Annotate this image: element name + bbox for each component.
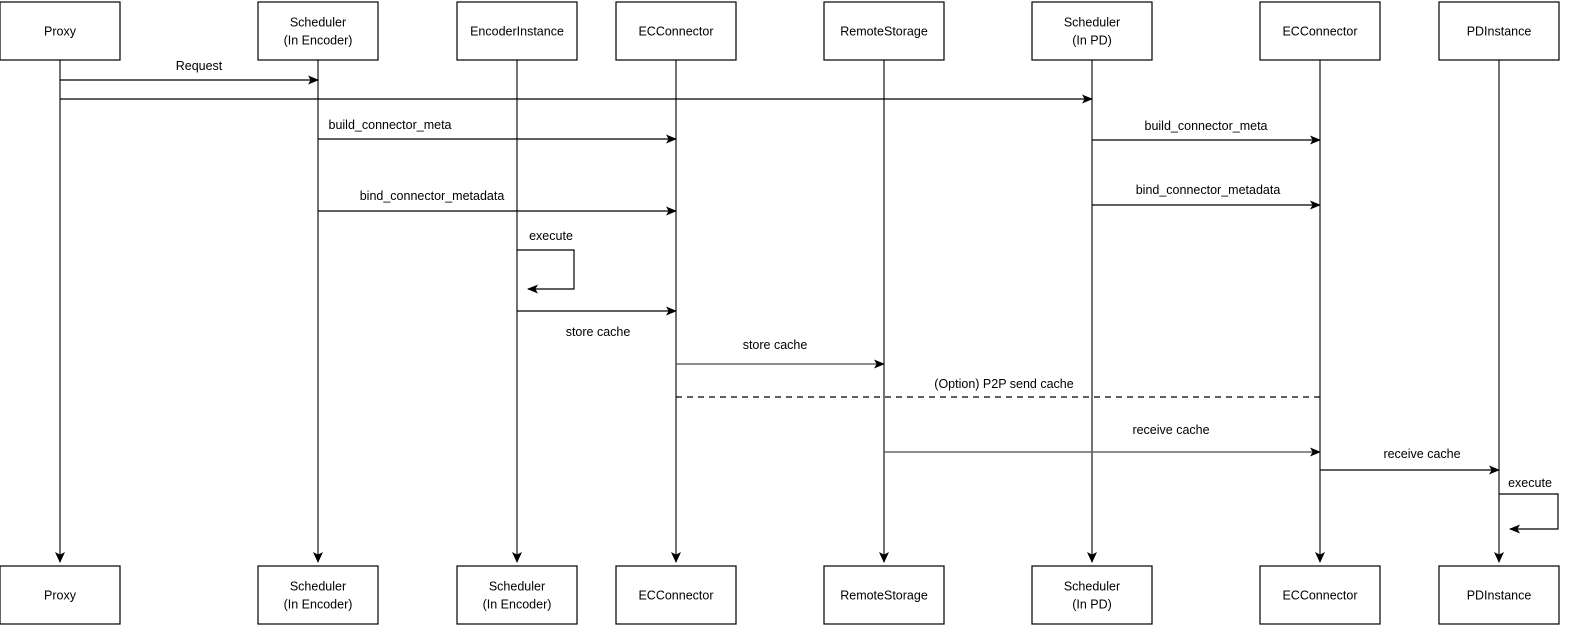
- participant-label-scheduler-encoder-bottom-line1: Scheduler: [290, 579, 346, 593]
- participant-label-scheduler-pd-bottom-line1: Scheduler: [1064, 579, 1120, 593]
- participant-scheduler-encoder[interactable]: Scheduler (In Encoder): [257, 1, 379, 61]
- message-label-store-cache-remote: store cache: [743, 338, 808, 352]
- participant-rect-scheduler-pd-bottom[interactable]: [1031, 565, 1153, 625]
- participant-label-proxy-bottom: Proxy: [44, 588, 77, 602]
- participant-rect-pd-instance[interactable]: [1438, 1, 1560, 61]
- message-label-receive-cache-remote-to-ecconnector: receive cache: [1132, 423, 1209, 437]
- participant-label-scheduler-pd-line1: Scheduler: [1064, 15, 1120, 29]
- message-build-connector-meta-pd: build_connector_meta: [1092, 119, 1321, 145]
- participant-ec-connector-pd[interactable]: ECConnector: [1259, 1, 1381, 61]
- participant-label-scheduler-encoder-bottom-2-line2: (In Encoder): [483, 597, 552, 611]
- message-request: Request: [60, 59, 319, 85]
- self-message-path-execute-pd-instance: [1499, 493, 1559, 534]
- participant-scheduler-pd[interactable]: Scheduler (In PD): [1031, 1, 1153, 61]
- participant-ec-connector-encoder[interactable]: ECConnector: [615, 1, 737, 61]
- participant-label-pd-instance: PDInstance: [1467, 24, 1532, 38]
- participant-label-ec-connector-pd-bottom: ECConnector: [1282, 588, 1357, 602]
- participant-label-pd-instance-bottom: PDInstance: [1467, 588, 1532, 602]
- message-p2p-send-cache: (Option) P2P send cache: [676, 377, 1320, 398]
- participant-pd-instance[interactable]: PDInstance: [1438, 1, 1560, 61]
- participant-scheduler-pd-bottom[interactable]: Scheduler (In PD): [1031, 565, 1153, 625]
- participant-label-scheduler-encoder-bottom-line2: (In Encoder): [284, 597, 353, 611]
- participant-label-scheduler-pd-bottom-line2: (In PD): [1072, 597, 1112, 611]
- participant-scheduler-encoder-bottom[interactable]: Scheduler (In Encoder): [257, 565, 379, 625]
- participant-label-encoder-instance: EncoderInstance: [470, 24, 564, 38]
- participant-rect-scheduler-pd[interactable]: [1031, 1, 1153, 61]
- participant-label-ec-connector-encoder-bottom: ECConnector: [638, 588, 713, 602]
- participant-scheduler-encoder-bottom-2[interactable]: Scheduler (In Encoder): [456, 565, 578, 625]
- message-label-store-cache-encoder: store cache: [566, 325, 631, 339]
- participant-remote-storage-bottom[interactable]: RemoteStorage: [823, 565, 945, 625]
- participant-rect-remote-storage-bottom[interactable]: [823, 565, 945, 625]
- participant-rect-pd-instance-bottom[interactable]: [1438, 565, 1560, 625]
- participant-rect-ec-connector-encoder[interactable]: [615, 1, 737, 61]
- participant-pd-instance-bottom[interactable]: PDInstance: [1438, 565, 1560, 625]
- self-message-label-execute-encoder-instance: execute: [529, 229, 573, 243]
- message-build-connector-meta-encoder: build_connector_meta: [318, 118, 677, 144]
- lifelines-layer: [55, 60, 1504, 563]
- message-label-p2p-send-cache: (Option) P2P send cache: [934, 377, 1073, 391]
- participant-proxy-bottom[interactable]: Proxy: [0, 565, 121, 625]
- participant-ec-connector-encoder-bottom[interactable]: ECConnector: [615, 565, 737, 625]
- message-label-bind-connector-metadata-pd: bind_connector_metadata: [1136, 183, 1281, 197]
- participant-rect-ec-connector-encoder-bottom[interactable]: [615, 565, 737, 625]
- message-receive-cache-remote-to-ecconnector: receive cache: [884, 423, 1321, 457]
- message-bind-connector-metadata-encoder: bind_connector_metadata: [318, 189, 677, 216]
- participant-label-scheduler-encoder-bottom-2-line1: Scheduler: [489, 579, 545, 593]
- participant-label-scheduler-pd-line2: (In PD): [1072, 33, 1112, 47]
- participant-label-remote-storage-bottom: RemoteStorage: [840, 588, 928, 602]
- message-label-build-connector-meta-encoder: build_connector_meta: [329, 118, 452, 132]
- messages-layer: Request build_connector_meta build_connect…: [60, 59, 1500, 475]
- participant-rect-proxy-bottom[interactable]: [0, 565, 121, 625]
- message-receive-cache-ecconnector-to-pd: receive cache: [1320, 447, 1500, 475]
- participant-label-remote-storage: RemoteStorage: [840, 24, 928, 38]
- message-label-bind-connector-metadata-encoder: bind_connector_metadata: [360, 189, 505, 203]
- participants-bottom-layer: Proxy Scheduler (In Encoder) Scheduler (In E…: [0, 565, 1560, 625]
- participant-label-ec-connector-encoder: ECConnector: [638, 24, 713, 38]
- participants-top-layer: Proxy Scheduler (In Encoder) EncoderInstanc…: [0, 1, 1560, 61]
- participant-proxy[interactable]: Proxy: [0, 1, 121, 61]
- message-store-cache-remote: store cache: [676, 338, 885, 369]
- self-message-execute-encoder-instance: execute: [517, 229, 575, 294]
- participant-rect-scheduler-encoder-bottom[interactable]: [257, 565, 379, 625]
- message-store-cache-encoder: store cache: [517, 306, 677, 339]
- participant-rect-scheduler-encoder-bottom-2[interactable]: [456, 565, 578, 625]
- participant-rect-proxy[interactable]: [0, 1, 121, 61]
- participant-ec-connector-pd-bottom[interactable]: ECConnector: [1259, 565, 1381, 625]
- participant-rect-ec-connector-pd[interactable]: [1259, 1, 1381, 61]
- participant-rect-encoder-instance[interactable]: [456, 1, 578, 61]
- participant-rect-scheduler-encoder[interactable]: [257, 1, 379, 61]
- self-message-path-execute-encoder-instance: [517, 249, 575, 294]
- message-label-receive-cache-ecconnector-to-pd: receive cache: [1383, 447, 1460, 461]
- participant-rect-ec-connector-pd-bottom[interactable]: [1259, 565, 1381, 625]
- self-message-execute-pd-instance: execute: [1499, 476, 1559, 534]
- participant-rect-remote-storage[interactable]: [823, 1, 945, 61]
- message-bind-connector-metadata-pd: bind_connector_metadata: [1092, 183, 1321, 210]
- participant-encoder-instance[interactable]: EncoderInstance: [456, 1, 578, 61]
- participant-label-scheduler-encoder-line1: Scheduler: [290, 15, 346, 29]
- participant-remote-storage[interactable]: RemoteStorage: [823, 1, 945, 61]
- message-label-build-connector-meta-pd: build_connector_meta: [1145, 119, 1268, 133]
- message-label-request: Request: [176, 59, 223, 73]
- participant-label-proxy: Proxy: [44, 24, 77, 38]
- participant-label-scheduler-encoder-line2: (In Encoder): [284, 33, 353, 47]
- self-messages-layer: execute execute: [517, 229, 1559, 534]
- participant-label-ec-connector-pd: ECConnector: [1282, 24, 1357, 38]
- self-message-label-execute-pd-instance: execute: [1508, 476, 1552, 490]
